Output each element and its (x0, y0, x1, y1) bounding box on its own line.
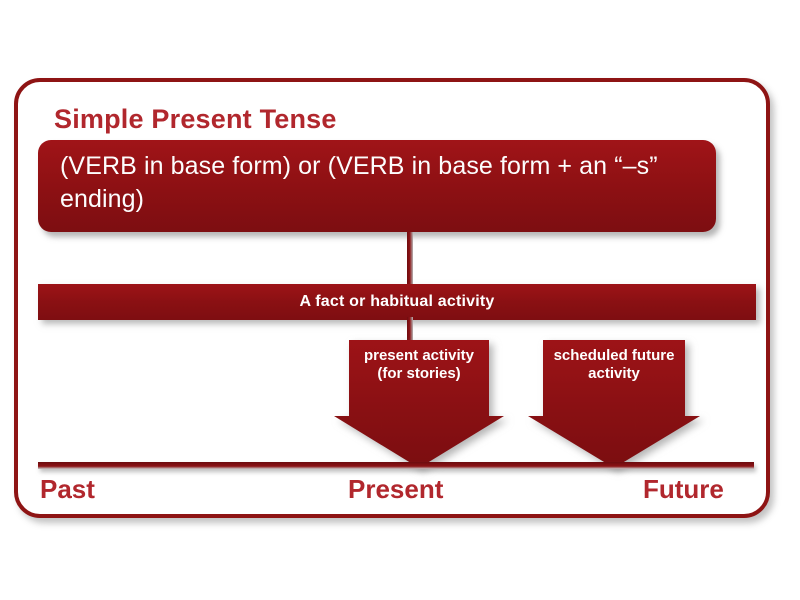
down-arrow-icon (528, 340, 700, 468)
timeline-label-past: Past (40, 474, 95, 504)
page-title: Simple Present Tense (54, 104, 337, 134)
simple-present-tense-card: Simple Present Tense (VERB in base form)… (14, 78, 770, 518)
timeline-axis (38, 462, 754, 469)
connector-line-bottom (407, 317, 413, 350)
present-activity-arrow: present activity (for stories) (334, 340, 504, 468)
timeline-label-present: Present (348, 474, 444, 504)
connector-line-top (407, 232, 413, 284)
verb-formula-box: (VERB in base form) or (VERB in base for… (38, 140, 716, 232)
scheduled-future-activity-arrow: scheduled future activity (528, 340, 700, 468)
verb-formula-text: (VERB in base form) or (VERB in base for… (60, 152, 658, 214)
timeline-label-future: Future (643, 474, 724, 504)
fact-or-habitual-activity-bar: A fact or habitual activity (38, 284, 756, 320)
down-arrow-icon (334, 340, 504, 468)
fact-bar-label: A fact or habitual activity (299, 293, 495, 310)
